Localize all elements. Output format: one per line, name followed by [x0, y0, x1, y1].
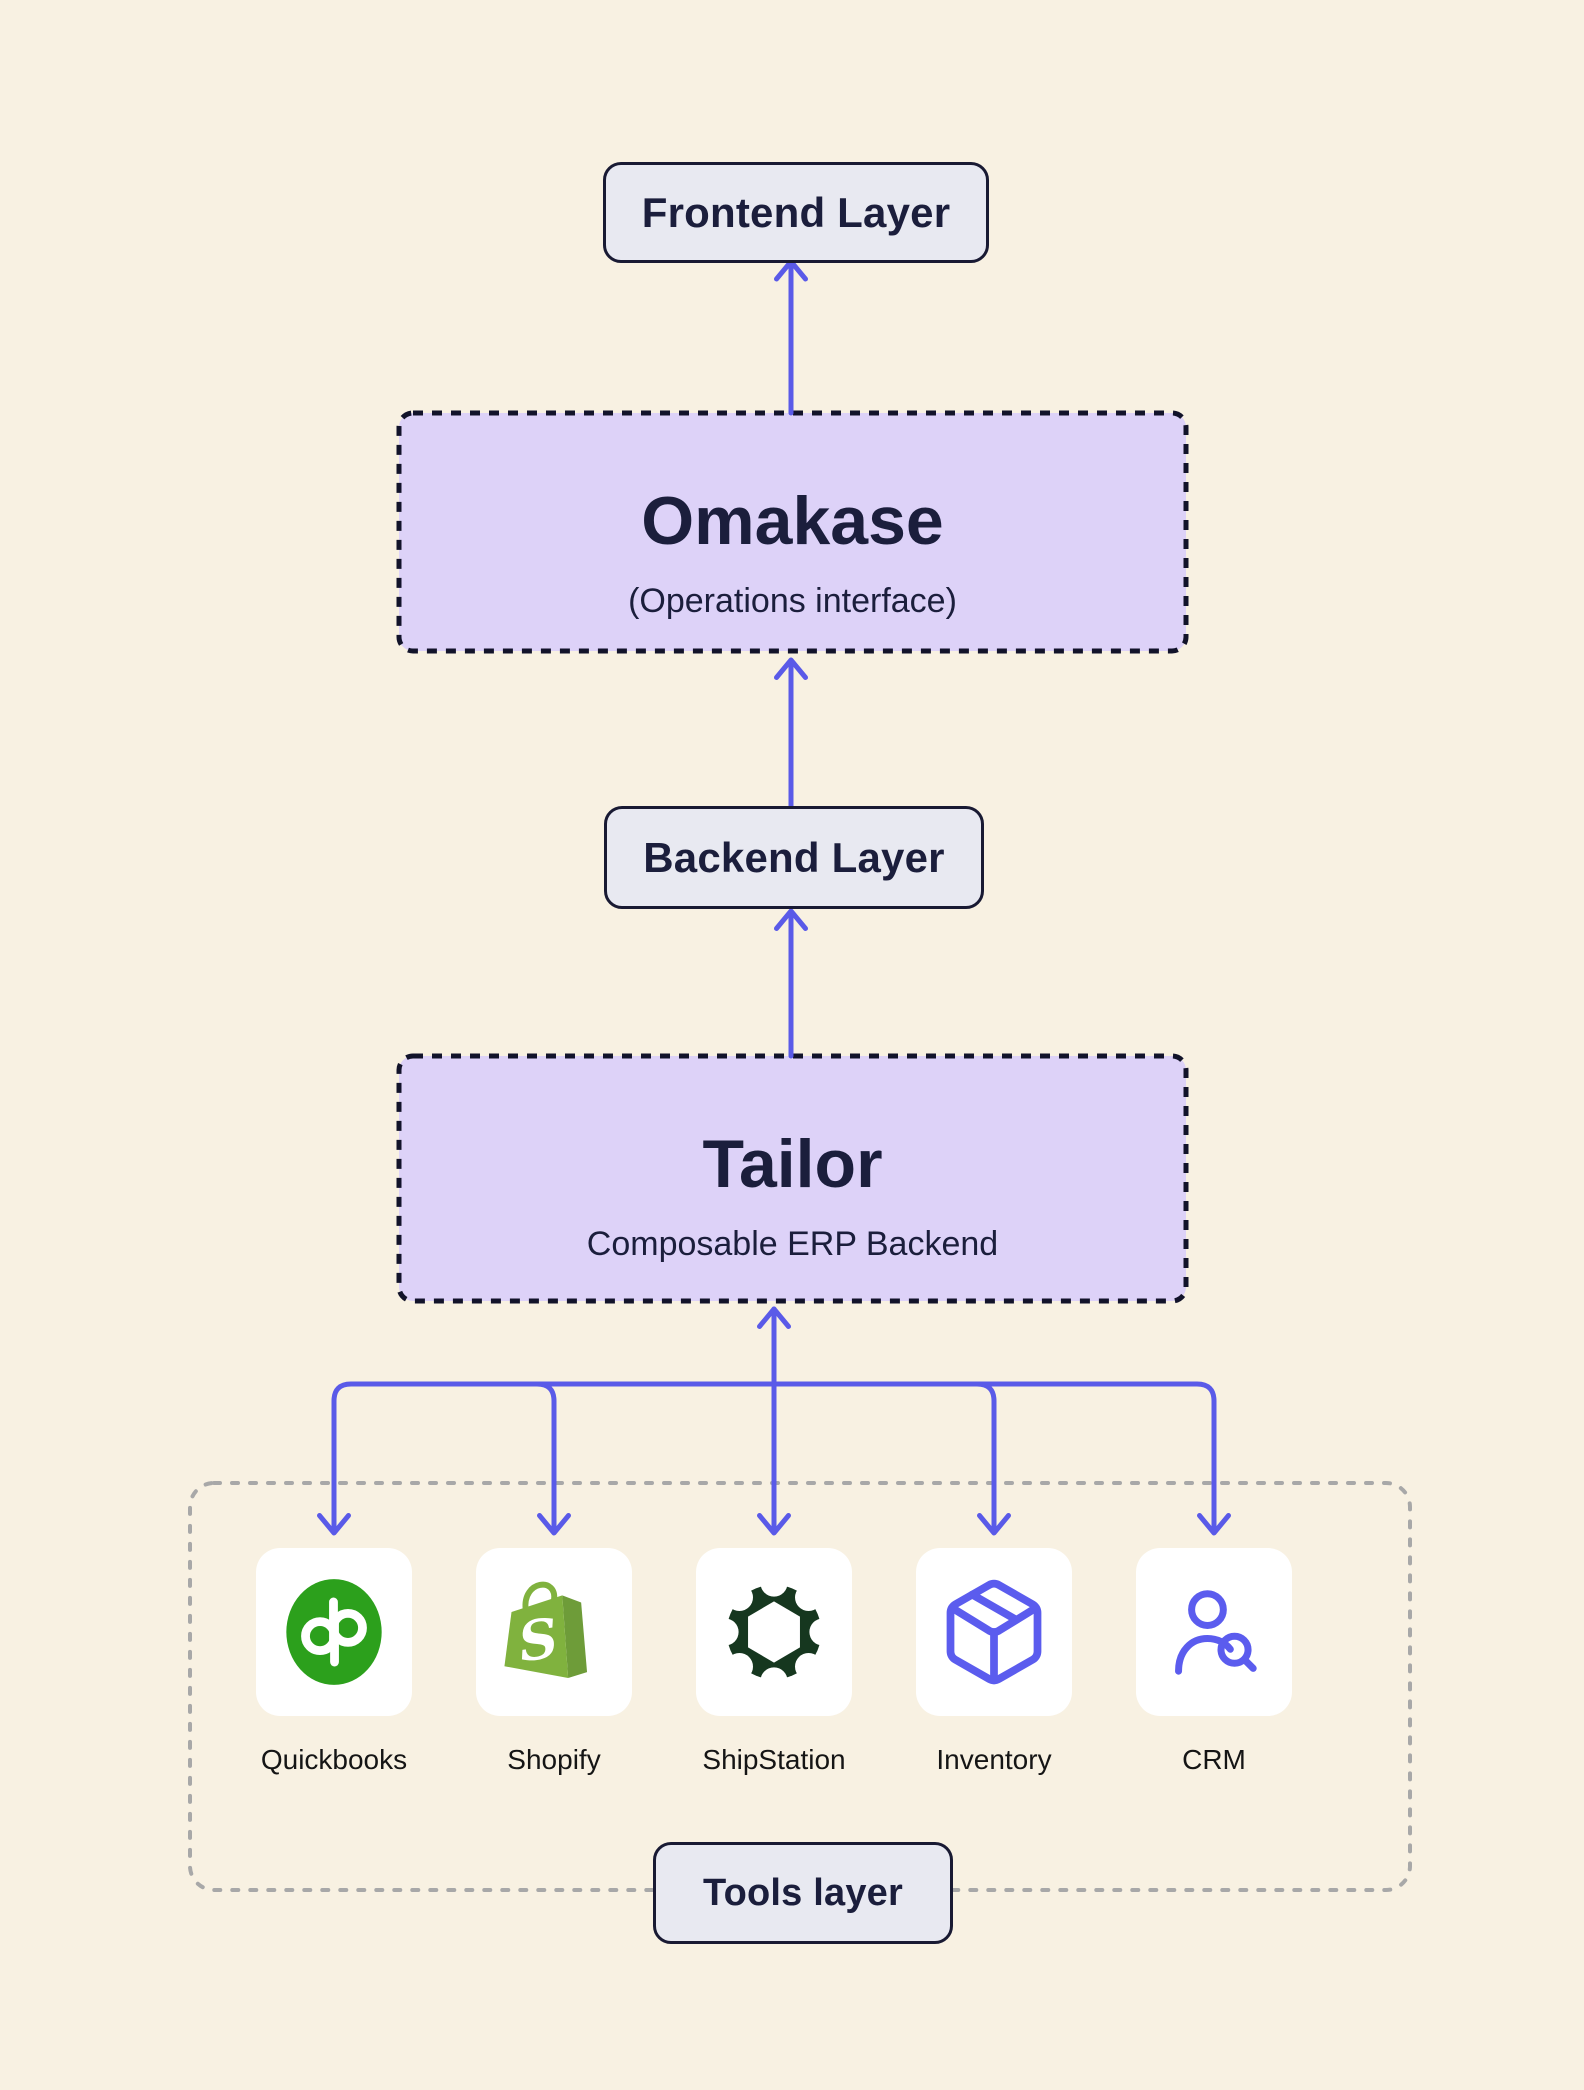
tailor-subtitle: Composable ERP Backend [586, 1225, 999, 1263]
tools-layer-box: Tools layer [653, 1842, 953, 1944]
frontend-layer-label: Frontend Layer [641, 188, 951, 236]
tool-tile-shipstation [696, 1548, 852, 1716]
shopify-icon: S [504, 1581, 588, 1679]
tool-label-shipstation: ShipStation [702, 1744, 846, 1775]
tool-tile-inventory [916, 1548, 1072, 1716]
tailor-title: Tailor [702, 1126, 883, 1202]
quickbooks-icon [286, 1579, 382, 1685]
tool-label-crm: CRM [1182, 1744, 1246, 1775]
tool-label-shopify: Shopify [507, 1744, 601, 1775]
backend-layer-label: Backend Layer [643, 833, 945, 881]
crm-icon [1175, 1590, 1257, 1675]
tool-label-inventory: Inventory [936, 1744, 1052, 1775]
arrow-branch-rail [331, 1381, 1217, 1534]
tool-tile-crm [1136, 1548, 1292, 1716]
tool-tile-shopify: S [476, 1548, 632, 1716]
omakase-subtitle: (Operations interface) [628, 582, 957, 620]
tool-label-quickbooks: Quickbooks [260, 1744, 408, 1775]
frontend-layer-box: Frontend Layer [603, 162, 989, 263]
shipstation-icon [715, 1573, 833, 1691]
omakase-node: Omakase (Operations interface) [399, 413, 1186, 651]
omakase-title: Omakase [641, 483, 944, 559]
tailor-node: Tailor Composable ERP Backend [399, 1056, 1186, 1301]
arrow-drop-inventory [974, 1381, 997, 1534]
backend-layer-box: Backend Layer [604, 806, 984, 909]
inventory-icon [946, 1579, 1042, 1685]
tool-tile-quickbooks [256, 1548, 412, 1716]
arrow-drop-shopify [534, 1381, 557, 1534]
tools-layer-label: Tools layer [702, 1871, 903, 1914]
